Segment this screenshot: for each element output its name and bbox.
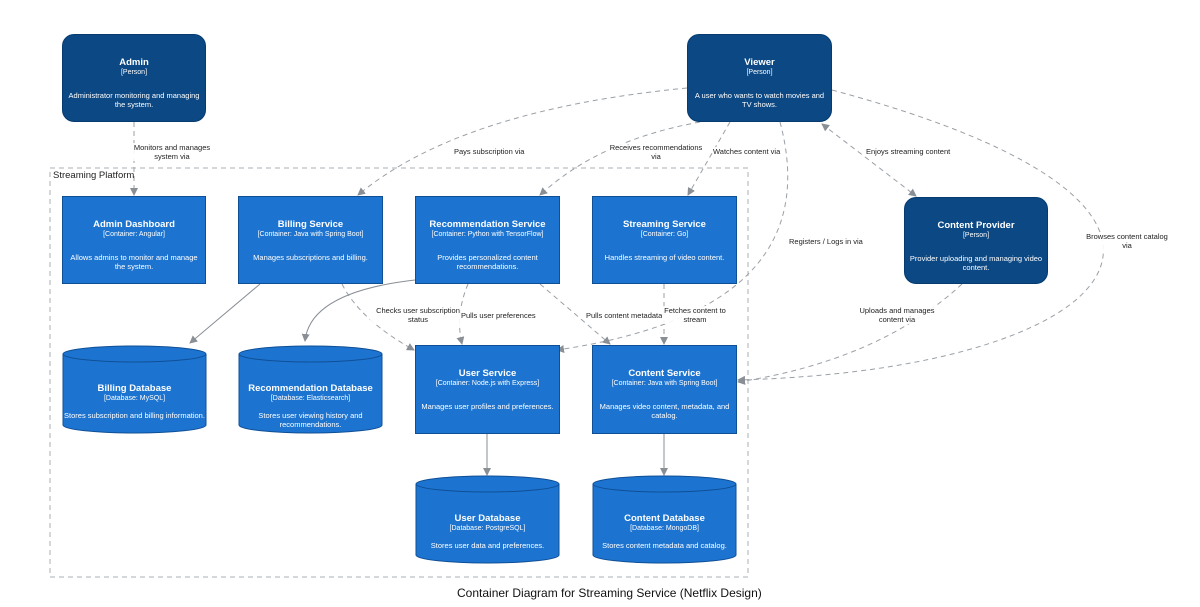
node-title: User Database: [454, 513, 521, 524]
node-tech: [Container: Python with TensorFlow]: [431, 231, 544, 238]
node-tech: [Container: Java with Spring Boot]: [611, 380, 718, 387]
node-desc: Stores subscription and billing informat…: [64, 411, 205, 420]
diagram-caption: Container Diagram for Streaming Service …: [457, 586, 762, 600]
node-title: Streaming Service: [623, 219, 706, 230]
cylinder-shape: [592, 475, 737, 564]
edge-label-viewer-pays: Pays subscription via: [454, 147, 525, 156]
node-title: Recommendation Database: [248, 383, 373, 394]
node-desc: A user who wants to watch movies and TV …: [694, 91, 825, 109]
node-desc: Stores user data and preferences.: [430, 541, 545, 550]
node-tech: [Database: PostgreSQL]: [449, 525, 526, 532]
node-desc: Stores content metadata and catalog.: [602, 541, 727, 550]
billing-database[interactable]: Billing Database [Database: MySQL] Store…: [62, 345, 207, 435]
edge-viewer-billing: [357, 87, 688, 196]
node-tech: [Container: Node.js with Express]: [435, 380, 540, 387]
node-title: Billing Service: [277, 219, 344, 230]
content-provider-person[interactable]: Content Provider [Person] Provider uploa…: [904, 197, 1048, 284]
edge-label-provider-uploads: Uploads and manages content via: [852, 306, 942, 324]
edge-label-viewer-browses: Browses content catalog via: [1082, 232, 1172, 250]
node-desc: Stores user viewing history and recommen…: [258, 411, 363, 429]
node-title: Content Database: [624, 513, 705, 524]
streaming-platform-boundary: [49, 167, 749, 578]
edge-label-viewer-watches: Watches content via: [713, 147, 781, 156]
node-desc: Administrator monitoring and managing th…: [68, 91, 200, 109]
edge-label-streaming-fetches: Fetches content to stream: [662, 306, 728, 324]
node-desc: Handles streaming of video content.: [604, 253, 725, 262]
user-database[interactable]: User Database [Database: PostgreSQL] Sto…: [415, 475, 560, 565]
edge-label-viewer-enjoys: Enjoys streaming content: [866, 147, 951, 156]
node-tech: [Person]: [746, 69, 773, 76]
user-service-container[interactable]: User Service [Container: Node.js with Ex…: [415, 345, 560, 434]
node-tech: [Database: MongoDB]: [630, 525, 699, 532]
node-title: Admin Dashboard: [93, 219, 175, 230]
node-desc: Provider uploading and managing video co…: [909, 254, 1043, 272]
edge-viewer-content-provider: [821, 123, 917, 197]
node-tech: [Person]: [120, 69, 148, 76]
node-title: Recommendation Service: [429, 219, 546, 230]
edge-recommendation-recommendation-db: [301, 279, 416, 342]
node-tech: [Container: Go]: [640, 231, 689, 238]
billing-service-container[interactable]: Billing Service [Container: Java with Sp…: [238, 196, 383, 284]
cylinder-shape: [62, 345, 207, 434]
node-desc: Manages subscriptions and billing.: [253, 253, 368, 262]
node-tech: [Database: MySQL]: [103, 395, 166, 402]
edge-recommendation-content-service: [539, 283, 611, 345]
node-title: Billing Database: [97, 383, 172, 394]
edge-label-billing-checks: Checks user subscription status: [370, 306, 466, 324]
edge-viewer-content-service: [737, 89, 1104, 384]
edge-label-viewer-recommendations: Receives recommendations via: [606, 143, 706, 161]
edge-label-viewer-registers: Registers / Logs in via: [789, 237, 863, 246]
edge-label-rec-pulls-prefs: Pulls user preferences: [461, 311, 536, 320]
node-tech: [Container: Angular]: [103, 231, 165, 238]
node-desc: Manages video content, metadata, and cat…: [599, 402, 730, 420]
node-tech: [Person]: [962, 232, 990, 239]
node-desc: Manages user profiles and preferences.: [421, 402, 554, 411]
edge-label-admin-monitors: Monitors and manages system via: [128, 143, 216, 161]
content-service-container[interactable]: Content Service [Container: Java with Sp…: [592, 345, 737, 434]
recommendation-service-container[interactable]: Recommendation Service [Container: Pytho…: [415, 196, 560, 284]
node-desc: Provides personalized content recommenda…: [437, 253, 538, 271]
cylinder-shape: [415, 475, 560, 564]
node-title: Content Service: [628, 368, 701, 379]
node-title: User Service: [458, 368, 517, 379]
edge-billing-billing-db: [189, 283, 261, 344]
node-title: Content Provider: [937, 220, 1015, 231]
node-tech: [Container: Java with Spring Boot]: [257, 231, 364, 238]
edge-provider-content-service: [737, 283, 963, 385]
node-title: Viewer: [744, 57, 775, 68]
edge-label-rec-pulls-meta: Pulls content metadata: [586, 311, 663, 320]
cylinder-shape: [238, 345, 383, 434]
edge-viewer-user-service: [556, 121, 789, 353]
admin-person[interactable]: Admin [Person] Administrator monitoring …: [62, 34, 206, 122]
content-database[interactable]: Content Database [Database: MongoDB] Sto…: [592, 475, 737, 565]
node-desc: Allows admins to monitor and manage the …: [70, 253, 198, 271]
viewer-person[interactable]: Viewer [Person] A user who wants to watc…: [687, 34, 832, 122]
recommendation-database[interactable]: Recommendation Database [Database: Elast…: [238, 345, 383, 435]
admin-dashboard-container[interactable]: Admin Dashboard [Container: Angular] All…: [62, 196, 206, 284]
boundary-label: Streaming Platform: [53, 170, 135, 181]
streaming-service-container[interactable]: Streaming Service [Container: Go] Handle…: [592, 196, 737, 284]
node-tech: [Database: Elasticsearch]: [270, 395, 351, 402]
node-title: Admin: [119, 57, 149, 68]
